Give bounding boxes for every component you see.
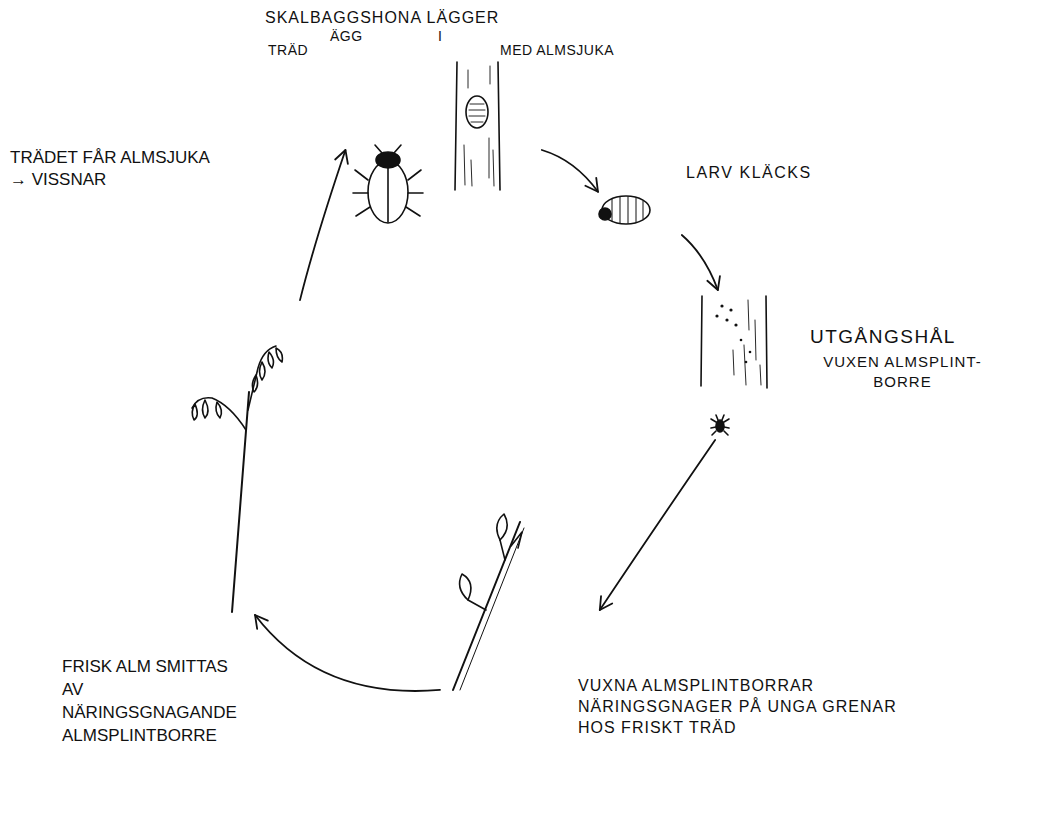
wilting-elm — [192, 346, 282, 612]
cycle-arrow — [300, 150, 345, 300]
stage-larva: LARV KLÄCKS — [598, 155, 815, 235]
stage-text: LARV KLÄCKS — [686, 163, 812, 184]
tree-trunk — [455, 62, 500, 190]
stage-text: VUXEN ALMSPLINT- BORRE — [810, 352, 995, 391]
edge-label: FRISK ALM SMITTAS AV NÄRINGSGNAGANDE ALM… — [60, 655, 252, 749]
arrowhead-end — [255, 615, 268, 629]
stage-maturation-feeding: VUXNA ALMSPLINTBORRAR NÄRINGSGNAGER PÅ U… — [440, 610, 910, 790]
stage-text: SKALBAGGSHONA LÄGGER — [265, 8, 499, 29]
cycle-arrow — [600, 440, 715, 610]
arrowhead-end — [600, 596, 612, 610]
young-twig — [453, 514, 524, 690]
stage-egg-laying: SKALBAGGSHONA LÄGGERÄGG I TRÄD MED ALMSJUKA — [262, 5, 617, 150]
stage-text: TRÄD — [268, 41, 308, 59]
stage-text: ÄGG — [330, 27, 363, 45]
adult-bark-beetle — [711, 415, 729, 435]
stage-wilting: TRÄDET FÅR ALMSJUKA → VISSNAR — [8, 145, 300, 615]
arrowhead-end — [335, 150, 348, 164]
stage-exit-holes: UTGÅNGSHÅLVUXEN ALMSPLINT- BORRE — [695, 290, 1000, 440]
stage-text: I — [438, 27, 442, 45]
cycle-arrow — [682, 235, 718, 290]
stage-text: MED ALMSJUKA — [500, 41, 614, 59]
cycle-arrow — [255, 615, 440, 691]
stage-text: UTGÅNGSHÅL — [810, 325, 956, 350]
stage-text: TRÄDET FÅR ALMSJUKA → VISSNAR — [10, 147, 218, 191]
cycle-arrow — [542, 150, 598, 192]
arrowhead-end — [585, 178, 598, 192]
arrowhead-end — [707, 276, 720, 290]
beetle — [353, 145, 423, 223]
bark-with-exit-holes — [701, 296, 767, 388]
stage-text: VUXNA ALMSPLINTBORRAR NÄRINGSGNAGER PÅ U… — [578, 676, 903, 738]
larva — [599, 196, 650, 224]
